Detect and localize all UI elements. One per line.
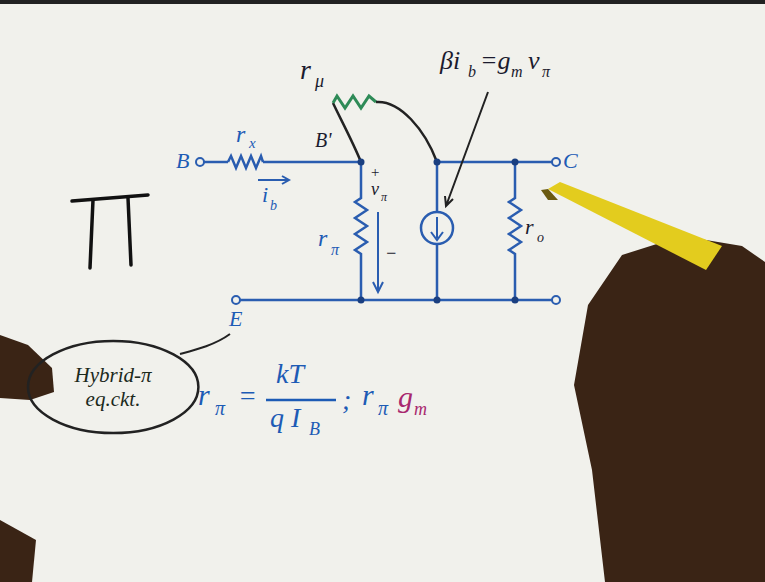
pi-symbol bbox=[72, 195, 148, 201]
circuit-label: π bbox=[215, 398, 225, 418]
junction-dot bbox=[512, 159, 519, 166]
leader-arrow bbox=[445, 92, 488, 206]
wire bbox=[437, 161, 552, 164]
wire bbox=[333, 103, 361, 162]
circuit-label: C bbox=[563, 150, 578, 172]
resistor-symbol bbox=[355, 162, 367, 300]
hand bbox=[574, 236, 765, 582]
title-ellipse: Hybrid-π eq.ckt. bbox=[26, 339, 200, 435]
circuit-label: m bbox=[511, 64, 523, 80]
circuit-label: kT bbox=[276, 360, 304, 388]
pi-symbol bbox=[128, 198, 131, 265]
circuit-label: ; bbox=[342, 386, 351, 414]
resistor-symbol bbox=[333, 96, 376, 108]
junction-dot bbox=[358, 297, 365, 304]
circuit-label: B bbox=[309, 420, 320, 438]
terminal bbox=[232, 296, 240, 304]
resistor-symbol bbox=[509, 162, 521, 300]
circuit-label: =g bbox=[480, 48, 511, 74]
top-bar bbox=[0, 0, 765, 4]
circuit-label: = bbox=[238, 382, 257, 410]
junction-dot bbox=[434, 159, 441, 166]
circuit-label: π bbox=[542, 64, 550, 80]
circuit-label: b bbox=[270, 199, 277, 213]
leader-line bbox=[180, 334, 230, 354]
circuit-label: r bbox=[362, 380, 374, 410]
circuit-label: + bbox=[370, 165, 380, 180]
circuit-label: q I bbox=[270, 404, 300, 432]
circuit-label: − bbox=[385, 244, 397, 262]
ellipse-outline bbox=[28, 341, 198, 433]
circuit-label: B bbox=[176, 150, 189, 172]
circuit-label: x bbox=[249, 136, 256, 151]
junction-dot bbox=[358, 159, 365, 166]
voltage-arrow bbox=[373, 212, 383, 292]
circuit-label: r bbox=[525, 216, 534, 238]
terminal bbox=[552, 296, 560, 304]
circuit-label: μ bbox=[315, 72, 324, 90]
current-source bbox=[431, 217, 443, 240]
wire bbox=[376, 102, 437, 162]
marker bbox=[548, 182, 722, 270]
current-arrow bbox=[258, 176, 289, 184]
circuit-label: r bbox=[300, 56, 311, 84]
circuit-label: v bbox=[371, 180, 379, 198]
fraction-bar bbox=[266, 399, 336, 402]
circuit-label: i bbox=[262, 184, 268, 206]
circuit-label: π bbox=[381, 191, 387, 203]
circuit-label: r bbox=[198, 380, 210, 410]
node-text-box: Hybrid-π eq.ckt. bbox=[57, 363, 169, 411]
circuit-label: π bbox=[378, 398, 388, 418]
pi-symbol bbox=[90, 200, 93, 268]
circuit-label: π bbox=[331, 242, 339, 258]
hand bbox=[0, 520, 36, 582]
junction-dot bbox=[434, 297, 441, 304]
circuit-label: r bbox=[318, 226, 327, 250]
circuit-label: E bbox=[229, 308, 242, 330]
circuit-label: m bbox=[414, 400, 427, 418]
wire bbox=[204, 161, 228, 164]
terminal bbox=[196, 158, 204, 166]
terminal bbox=[552, 158, 560, 166]
circuit-label: βi bbox=[440, 48, 460, 74]
node-title: Hybrid-π eq.ckt. bbox=[57, 363, 169, 411]
wire bbox=[240, 299, 552, 302]
circuit-label: B' bbox=[315, 130, 332, 150]
resistor-symbol bbox=[228, 156, 263, 168]
current-source bbox=[421, 212, 453, 244]
circuit-label: o bbox=[537, 231, 544, 245]
wire bbox=[263, 161, 361, 164]
circuit-label: b bbox=[468, 64, 476, 80]
marker-tip bbox=[541, 189, 558, 200]
junction-dot bbox=[512, 297, 519, 304]
circuit-label: r bbox=[236, 122, 245, 146]
circuit-label: g bbox=[398, 382, 413, 412]
circuit-label: v bbox=[528, 48, 540, 74]
